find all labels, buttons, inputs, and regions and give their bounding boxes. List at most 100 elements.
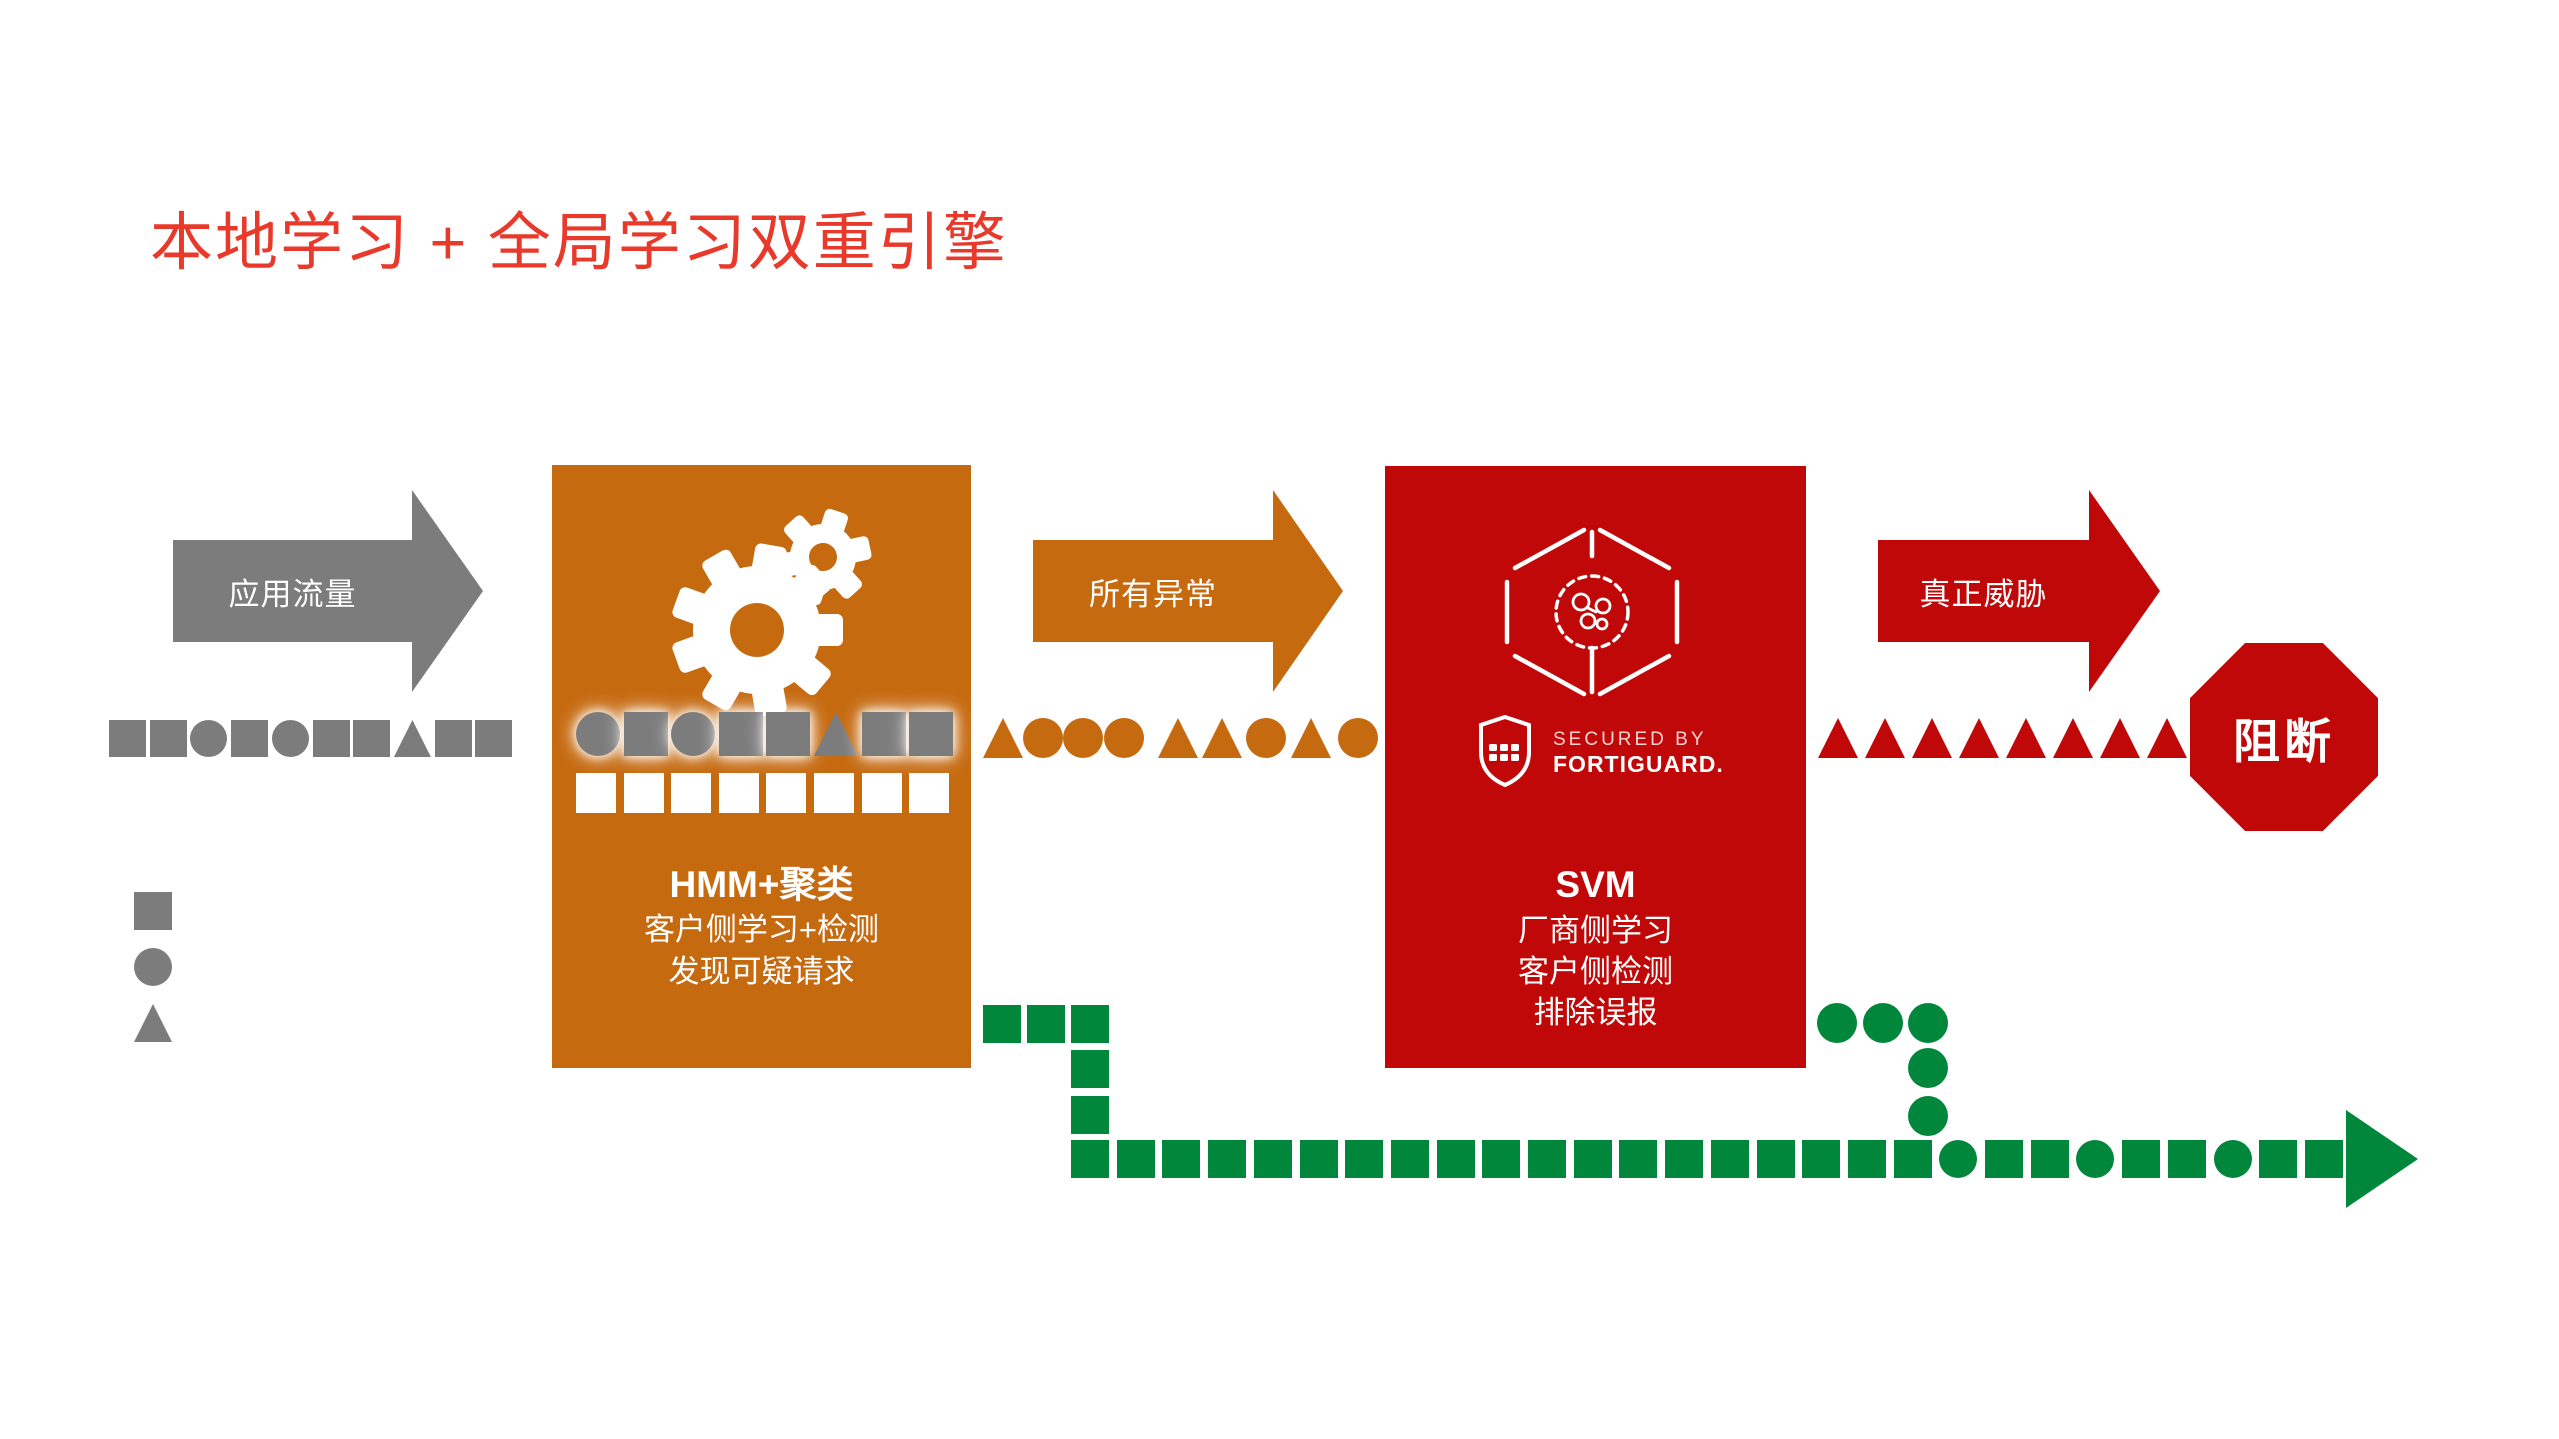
traffic-arrow: 应用流量 xyxy=(173,540,412,642)
whitelist-shape-square xyxy=(861,773,902,813)
benign-shape-square xyxy=(1756,1140,1795,1178)
suspicious-shape-square xyxy=(718,712,763,756)
anomaly-arrow-label: 所有异常 xyxy=(1089,576,1217,612)
traffic-shape-square xyxy=(149,720,187,757)
benign-shape-square xyxy=(1665,1140,1704,1178)
benign-shape-square xyxy=(1893,1140,1932,1178)
benign-shape-square xyxy=(1847,1140,1886,1178)
benign-shape-square xyxy=(1253,1140,1292,1178)
anomaly-arrow-head-icon xyxy=(1273,490,1343,692)
traffic-shape-triangle xyxy=(393,720,431,757)
threat-shape-triangle xyxy=(1865,718,1905,758)
legend-shape-square xyxy=(134,892,172,930)
benign-shape-square xyxy=(1116,1140,1155,1178)
benign-shape-square xyxy=(1162,1140,1201,1178)
block-stop-sign: 阻断 xyxy=(2190,643,2378,831)
benign-shape-square xyxy=(1482,1140,1521,1178)
threat-arrow-head-icon xyxy=(2089,490,2160,692)
threat-shape-triangle xyxy=(1959,718,1999,758)
whitelist-shape-square xyxy=(909,773,950,813)
suspicious-shape-square xyxy=(861,712,906,756)
benign-shape-circle xyxy=(2076,1140,2115,1178)
threat-shape-triangle xyxy=(1818,718,1858,758)
global-engine-line2: 客户侧检测 xyxy=(1518,954,1673,989)
benign-shape-square xyxy=(1071,1005,1109,1043)
benign-shape-circle xyxy=(1939,1140,1978,1178)
benign-shape-circle xyxy=(1817,1003,1857,1043)
anomaly-shape-circle xyxy=(1023,718,1063,758)
legend-shape-circle xyxy=(134,948,172,986)
local-engine-title: HMM+聚类 xyxy=(669,864,854,905)
benign-shape-square xyxy=(2304,1140,2343,1178)
traffic-shape-square xyxy=(109,720,146,757)
benign-shape-square xyxy=(1027,1005,1065,1043)
anomaly-arrow: 所有异常 xyxy=(1033,540,1273,642)
benign-shape-square xyxy=(1985,1140,2023,1178)
benign-shape-square xyxy=(2259,1140,2298,1178)
benign-shape-square xyxy=(983,1005,1021,1043)
threat-shape-triangle xyxy=(1912,718,1952,758)
anomaly-shape-circle xyxy=(1063,718,1103,758)
global-engine-title: SVM xyxy=(1555,864,1636,905)
anomaly-shape-triangle xyxy=(1291,718,1331,758)
benign-shape-square xyxy=(1528,1140,1566,1178)
benign-shape-square xyxy=(1436,1140,1475,1178)
threat-shape-triangle xyxy=(2100,718,2140,758)
gears-icon xyxy=(672,508,872,717)
benign-shape-square xyxy=(2122,1140,2161,1178)
global-engine-line3: 排除误报 xyxy=(1533,995,1658,1030)
benign-shape-square xyxy=(2030,1140,2069,1178)
threat-shape-triangle xyxy=(2006,718,2046,758)
benign-shape-square xyxy=(1619,1140,1658,1178)
page-title: 本地学习 + 全局学习双重引擎 xyxy=(150,208,1008,278)
benign-shape-square xyxy=(1299,1140,1338,1178)
anomaly-shape-triangle xyxy=(1158,718,1198,758)
fortiguard-brand-label: FORTIGUARD. xyxy=(1553,751,1724,777)
benign-shape-circle xyxy=(1908,1048,1948,1088)
traffic-shape-square xyxy=(353,720,391,757)
traffic-shape-square xyxy=(475,720,513,757)
threat-arrow: 真正威胁 xyxy=(1878,540,2089,642)
suspicious-shape-circle xyxy=(671,712,716,756)
whitelist-shape-square xyxy=(718,773,759,813)
fortiguard-shield-icon xyxy=(1479,714,1531,788)
suspicious-shape-square xyxy=(909,712,954,756)
anomaly-shape-circle xyxy=(1104,718,1144,758)
benign-shape-square xyxy=(1345,1140,1384,1178)
benign-shape-square xyxy=(1208,1140,1247,1178)
traffic-arrow-head-icon xyxy=(412,490,483,692)
legend-shape-triangle xyxy=(134,1004,172,1042)
anomaly-shape-circle xyxy=(1338,718,1378,758)
anomaly-shape-triangle xyxy=(983,718,1023,758)
whitelist-shape-square xyxy=(623,773,664,813)
suspicious-shape-circle xyxy=(576,712,620,756)
traffic-shape-square xyxy=(312,720,350,757)
anomaly-shape-circle xyxy=(1246,718,1286,758)
benign-shape-circle xyxy=(1862,1003,1903,1043)
benign-shape-square xyxy=(1071,1050,1109,1088)
benign-shape-square xyxy=(1071,1140,1109,1178)
whitelist-shape-square xyxy=(814,773,854,813)
threat-shape-triangle xyxy=(2147,718,2187,758)
anomaly-shape-triangle xyxy=(1202,718,1242,758)
benign-shape-square xyxy=(1071,1096,1109,1134)
benign-shape-circle xyxy=(1908,1096,1948,1136)
benign-shape-circle xyxy=(1908,1003,1948,1043)
global-engine-line1: 厂商侧学习 xyxy=(1518,913,1673,948)
traffic-shape-circle xyxy=(190,720,228,757)
traffic-shape-square xyxy=(434,720,472,757)
traffic-arrow-label: 应用流量 xyxy=(228,576,357,612)
fortiguard-cube-icon xyxy=(1504,527,1680,697)
green-flow-arrowhead-icon xyxy=(2346,1110,2418,1208)
whitelist-shape-square xyxy=(766,773,807,813)
benign-shape-circle xyxy=(2213,1140,2252,1178)
local-engine-line1: 客户侧学习+检测 xyxy=(643,912,880,947)
benign-shape-square xyxy=(1390,1140,1429,1178)
benign-shape-square xyxy=(2167,1140,2206,1178)
whitelist-shape-square xyxy=(576,773,616,813)
block-stop-label: 阻断 xyxy=(2233,714,2335,768)
secured-by-label: SECURED BY xyxy=(1553,729,1707,750)
local-engine-box: HMM+聚类 客户侧学习+检测 发现可疑请求 xyxy=(552,465,971,1068)
traffic-shape-circle xyxy=(271,720,309,757)
